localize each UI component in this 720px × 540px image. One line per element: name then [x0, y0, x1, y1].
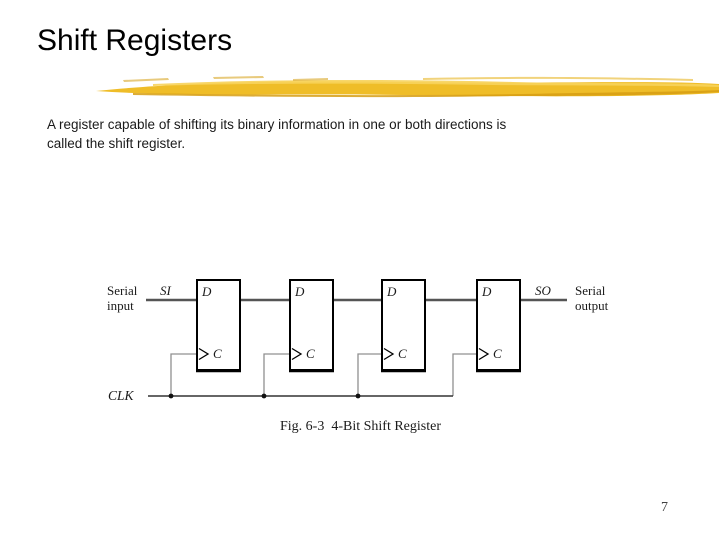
- ff1-c-label: C: [213, 346, 222, 361]
- ff3-d-label: D: [387, 284, 397, 299]
- si-label: SI: [160, 283, 171, 298]
- body-line-1: A register capable of shifting its binar…: [47, 117, 507, 132]
- ff2-c-label: C: [306, 346, 315, 361]
- body-paragraph: A register capable of shifting its binar…: [47, 115, 627, 153]
- ff3-c-label: C: [398, 346, 407, 361]
- page-number: 7: [661, 500, 668, 515]
- clk-label: CLK: [108, 388, 134, 403]
- figure-caption: Fig. 6-3 4-Bit Shift Register: [280, 419, 441, 434]
- ff4-c-label: C: [493, 346, 502, 361]
- body-line-2: called the shift register.: [47, 136, 186, 151]
- brush-stroke-accent: [96, 76, 719, 98]
- serial-output-label: Serial output: [575, 283, 609, 313]
- ff1-d-label: D: [202, 284, 212, 299]
- page-title: Shift Registers: [37, 24, 233, 57]
- so-label: SO: [535, 283, 551, 298]
- ff4-d-label: D: [482, 284, 492, 299]
- circuit-wires: [146, 279, 567, 399]
- serial-input-label: Serial input: [107, 283, 138, 313]
- ff2-d-label: D: [295, 284, 305, 299]
